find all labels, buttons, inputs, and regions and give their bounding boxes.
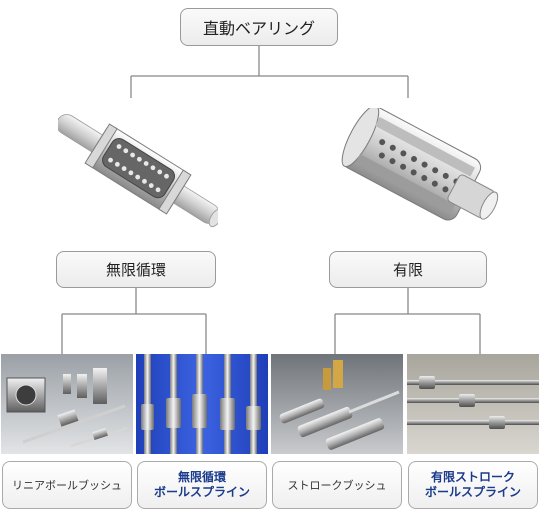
label-line2: ボールスプライン xyxy=(424,485,521,499)
stroke-ball-spline-photo xyxy=(407,354,539,454)
label-line1: 無限循環 xyxy=(177,470,226,484)
label-line2: ボールスプライン xyxy=(153,485,250,499)
branch-label-limited: 有限 xyxy=(392,261,423,279)
label-line1: ストロークブッシュ xyxy=(287,478,387,492)
product-label-ball-spline[interactable]: 無限循環 ボールスプライン xyxy=(137,461,267,509)
branch-node-limited: 有限 xyxy=(329,251,487,288)
product-label-stroke-ball-spline[interactable]: 有限ストローク ボールスプライン xyxy=(408,461,538,509)
product-label-stroke-bushing[interactable]: ストロークブッシュ xyxy=(272,461,402,509)
branch-label-unlimited: 無限循環 xyxy=(105,261,166,279)
stroke-bushing-photo xyxy=(271,354,403,454)
label-line1: リニアボールブッシュ xyxy=(12,478,122,492)
root-label: 直動ベアリング xyxy=(202,19,315,38)
recirculating-ball-bushing-illustration xyxy=(58,114,218,228)
label-line1: 有限ストローク xyxy=(430,470,515,484)
product-label-linear-ball-bushing[interactable]: リニアボールブッシュ xyxy=(2,461,132,509)
linear-ball-bushing-photo xyxy=(1,354,133,454)
stroke-bushing-illustration xyxy=(341,108,499,221)
ball-spline-photo xyxy=(136,354,268,454)
root-node: 直動ベアリング xyxy=(180,8,338,46)
branch-node-unlimited: 無限循環 xyxy=(56,251,216,288)
